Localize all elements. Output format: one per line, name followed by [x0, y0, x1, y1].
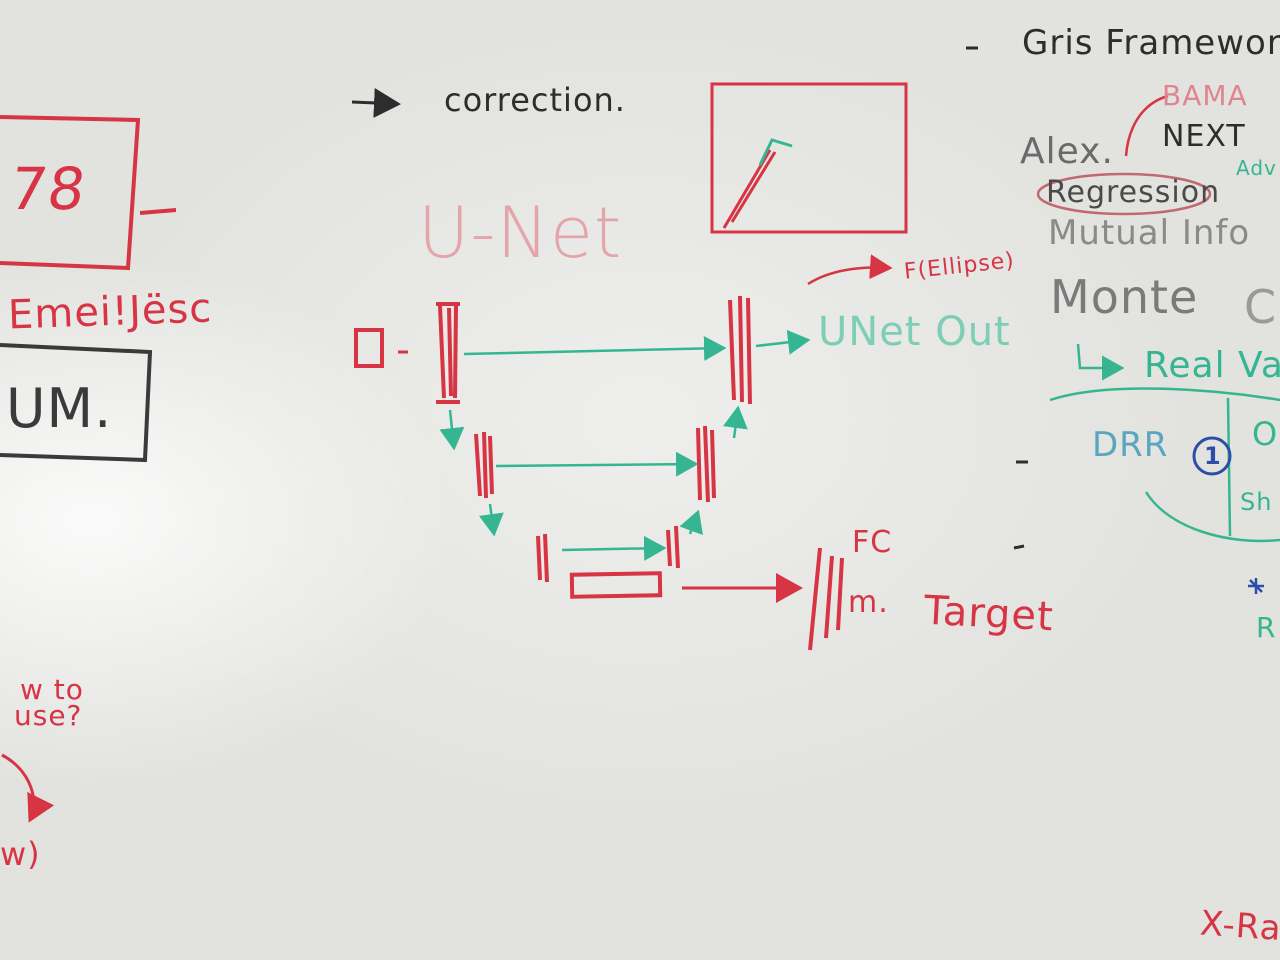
correction-note: correction.: [444, 81, 626, 119]
blue-asterisk: [1248, 578, 1264, 594]
decoder-block-1: [728, 295, 752, 405]
unet-title: U-Net: [418, 192, 623, 274]
regression-label: Regression: [1046, 175, 1221, 210]
output-arrow: [755, 329, 811, 355]
alex-bracket: [1124, 94, 1169, 157]
monte-label: Monte: [1050, 270, 1199, 324]
boxed-glyph: 78: [5, 155, 91, 223]
drr-label: DRR: [1092, 425, 1169, 465]
decoder-block-2: [696, 425, 716, 503]
regression-ellipse: [1036, 172, 1212, 216]
encoder-block-1: [436, 302, 460, 404]
black-box-left: [0, 343, 153, 463]
real-value-arrow: [1076, 343, 1125, 381]
ellipse-arrow: [807, 254, 893, 286]
real-value-label: Real Valu: [1144, 345, 1280, 386]
right-top-line: Gris Framewor: [1022, 23, 1280, 63]
sketch-line-red: [722, 149, 777, 229]
question-line-2: use?: [14, 699, 83, 732]
mutual-info-label: Mutual Info: [1048, 213, 1251, 253]
question-line-1: w to: [20, 673, 84, 706]
red-dash-left: [139, 208, 177, 215]
target-label: Target: [922, 587, 1055, 641]
fc-block: [808, 547, 844, 651]
sketch-line-green: [758, 138, 793, 166]
fc-label: FC: [852, 525, 893, 560]
drr-divider: [1226, 397, 1232, 537]
c-fragment: C: [1244, 280, 1278, 334]
correction-arrow: [351, 87, 401, 118]
skip-arrow-2: [495, 451, 699, 477]
bama-label: BAMA: [1162, 79, 1248, 112]
bottom-fragment: w): [0, 835, 41, 873]
boxed-word: UM.: [6, 377, 113, 440]
m-label: m.: [848, 585, 889, 620]
adv-fragment: Adv: [1236, 156, 1277, 180]
input-box: [354, 328, 384, 368]
down-arrow-1: [439, 409, 465, 451]
alex-label: Alex.: [1020, 131, 1114, 172]
circled-number: 1: [1204, 442, 1222, 470]
down-arrow-2: [478, 503, 504, 537]
name-line: Emei!Jësc: [7, 285, 213, 339]
decoder-block-3: [666, 525, 680, 569]
up-arrow-1: [679, 509, 703, 536]
red-curved-arrow-left: [1, 753, 55, 823]
bottleneck-block: [569, 571, 663, 599]
drr-ellipse: [1049, 387, 1280, 543]
xray-label: X-Ray: [1198, 903, 1280, 951]
circled-one-ring: [1192, 436, 1232, 476]
up-arrow-2: [722, 405, 748, 439]
skip-arrow-1: [463, 335, 727, 361]
sh-fragment: Sh: [1240, 488, 1273, 516]
next-label: NEXT: [1162, 119, 1246, 154]
encoder-block-2: [474, 431, 494, 499]
sketch-box: [710, 82, 908, 234]
encoder-block-3: [536, 533, 549, 583]
skip-arrow-3: [561, 535, 667, 561]
r-fragment: R: [1256, 611, 1277, 644]
o-fragment: O: [1252, 415, 1279, 453]
unet-output-label: UNet Out: [818, 309, 1011, 355]
red-box-left: [0, 115, 141, 271]
